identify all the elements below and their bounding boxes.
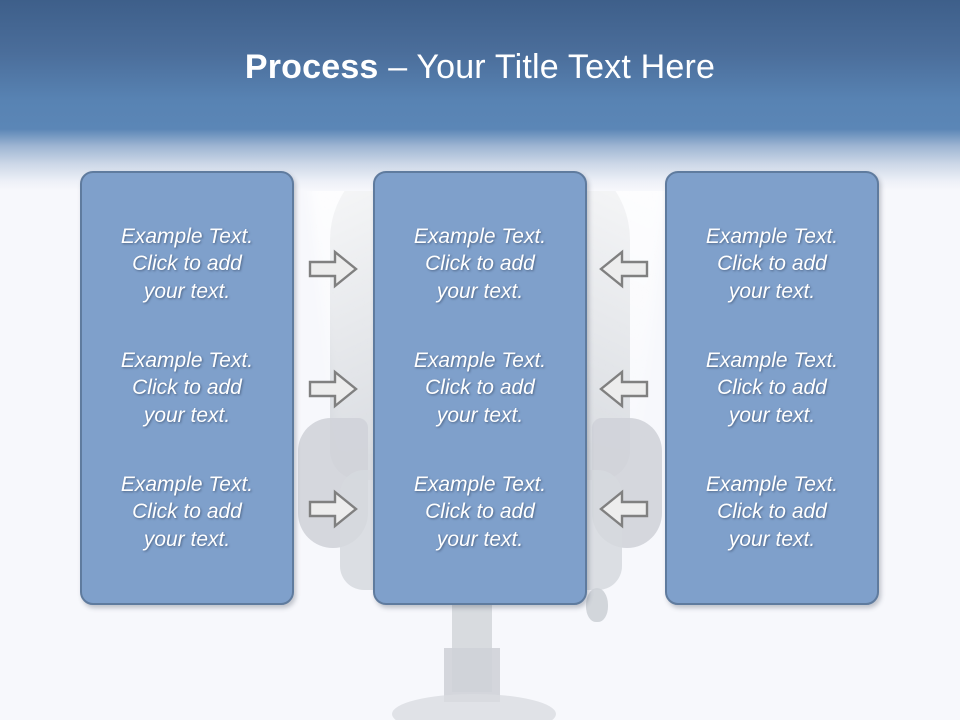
text-placeholder[interactable]: Example Text. Click to add your text. [705,473,839,551]
process-box-left[interactable]: Example Text. Click to add your text. Ex… [80,171,294,605]
page-title-bold: Process [244,48,379,86]
page-title-rest: – Your Title Text Here [378,48,716,86]
chair-column-lower [444,648,500,702]
arrow-right-icon[interactable] [307,489,359,529]
arrow-right-icon[interactable] [307,369,359,409]
chair-column-upper [452,600,492,692]
text-placeholder[interactable]: Example Text. Click to add your text. [705,225,839,303]
process-box-right[interactable]: Example Text. Click to add your text. Ex… [665,171,879,605]
text-placeholder[interactable]: Example Text. Click to add your text. [120,225,254,303]
text-placeholder[interactable]: Example Text. Click to add your text. [413,225,547,303]
page-title: Process – Your Title Text Here [0,48,960,87]
chair-height-lever [586,588,608,622]
process-box-middle[interactable]: Example Text. Click to add your text. Ex… [373,171,587,605]
chair-base [392,694,556,720]
text-placeholder[interactable]: Example Text. Click to add your text. [413,349,547,427]
arrow-right-icon[interactable] [307,249,359,289]
text-placeholder[interactable]: Example Text. Click to add your text. [705,349,839,427]
text-placeholder[interactable]: Example Text. Click to add your text. [413,473,547,551]
arrow-left-icon[interactable] [598,489,650,529]
text-placeholder[interactable]: Example Text. Click to add your text. [120,349,254,427]
arrow-left-icon[interactable] [598,249,650,289]
arrow-left-icon[interactable] [598,369,650,409]
text-placeholder[interactable]: Example Text. Click to add your text. [120,473,254,551]
